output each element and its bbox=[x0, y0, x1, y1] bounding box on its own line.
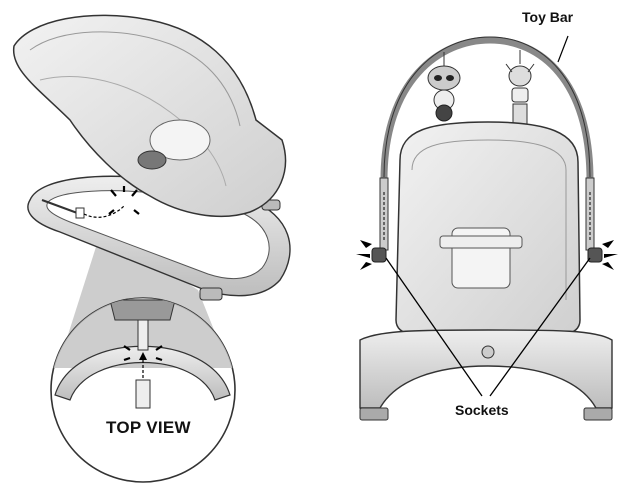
toy-bar bbox=[380, 36, 594, 181]
right-socket bbox=[587, 247, 603, 263]
socket-leader-right bbox=[489, 257, 591, 397]
deer-toy bbox=[505, 50, 535, 129]
click-marks-front bbox=[356, 240, 618, 270]
front-view-bouncer bbox=[356, 35, 618, 421]
raccoon-toy bbox=[427, 52, 461, 122]
socket-leader-left bbox=[385, 257, 483, 397]
toy-bar-label: Toy Bar bbox=[522, 9, 574, 25]
click-marks-side bbox=[108, 186, 140, 215]
seat-fabric bbox=[12, 14, 287, 218]
front-base bbox=[359, 329, 613, 409]
top-view-label: TOP VIEW bbox=[106, 418, 191, 437]
sockets-label: Sockets bbox=[455, 402, 509, 418]
left-socket bbox=[371, 247, 387, 263]
strap-guide bbox=[83, 205, 125, 218]
click-marks-top bbox=[123, 345, 163, 362]
